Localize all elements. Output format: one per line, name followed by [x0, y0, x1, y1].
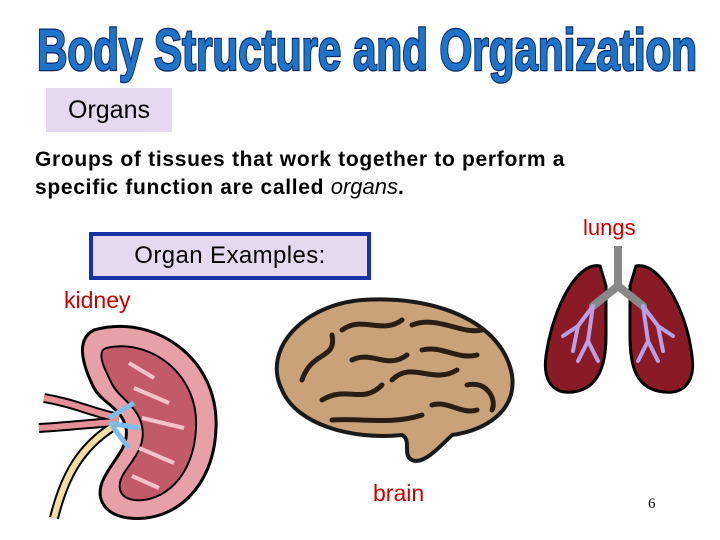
definition-end: . [398, 176, 405, 199]
kidney-label: kidney [64, 287, 131, 313]
section-label-box: Organs [46, 88, 172, 132]
page-number: 6 [648, 496, 656, 512]
brain-illustration-icon [262, 290, 520, 470]
lungs-label: lungs [583, 215, 636, 240]
title-wordart: Body Structure and Organization [36, 17, 699, 84]
lungs-illustration-icon [538, 242, 698, 406]
examples-label: Organ Examples: [134, 242, 326, 269]
section-label: Organs [68, 95, 150, 124]
brain-label: brain [373, 480, 425, 506]
definition-paragraph: Groups of tissues that work together to … [35, 146, 575, 201]
examples-label-box: Organ Examples: [89, 232, 371, 280]
slide-title: Body Structure and Organization [30, 4, 705, 84]
definition-term: organs [330, 174, 399, 199]
title-text: Body Structure and Organization [37, 18, 697, 83]
definition-text: Groups of tissues that work together to … [35, 148, 566, 199]
kidney-illustration-icon [34, 318, 224, 523]
